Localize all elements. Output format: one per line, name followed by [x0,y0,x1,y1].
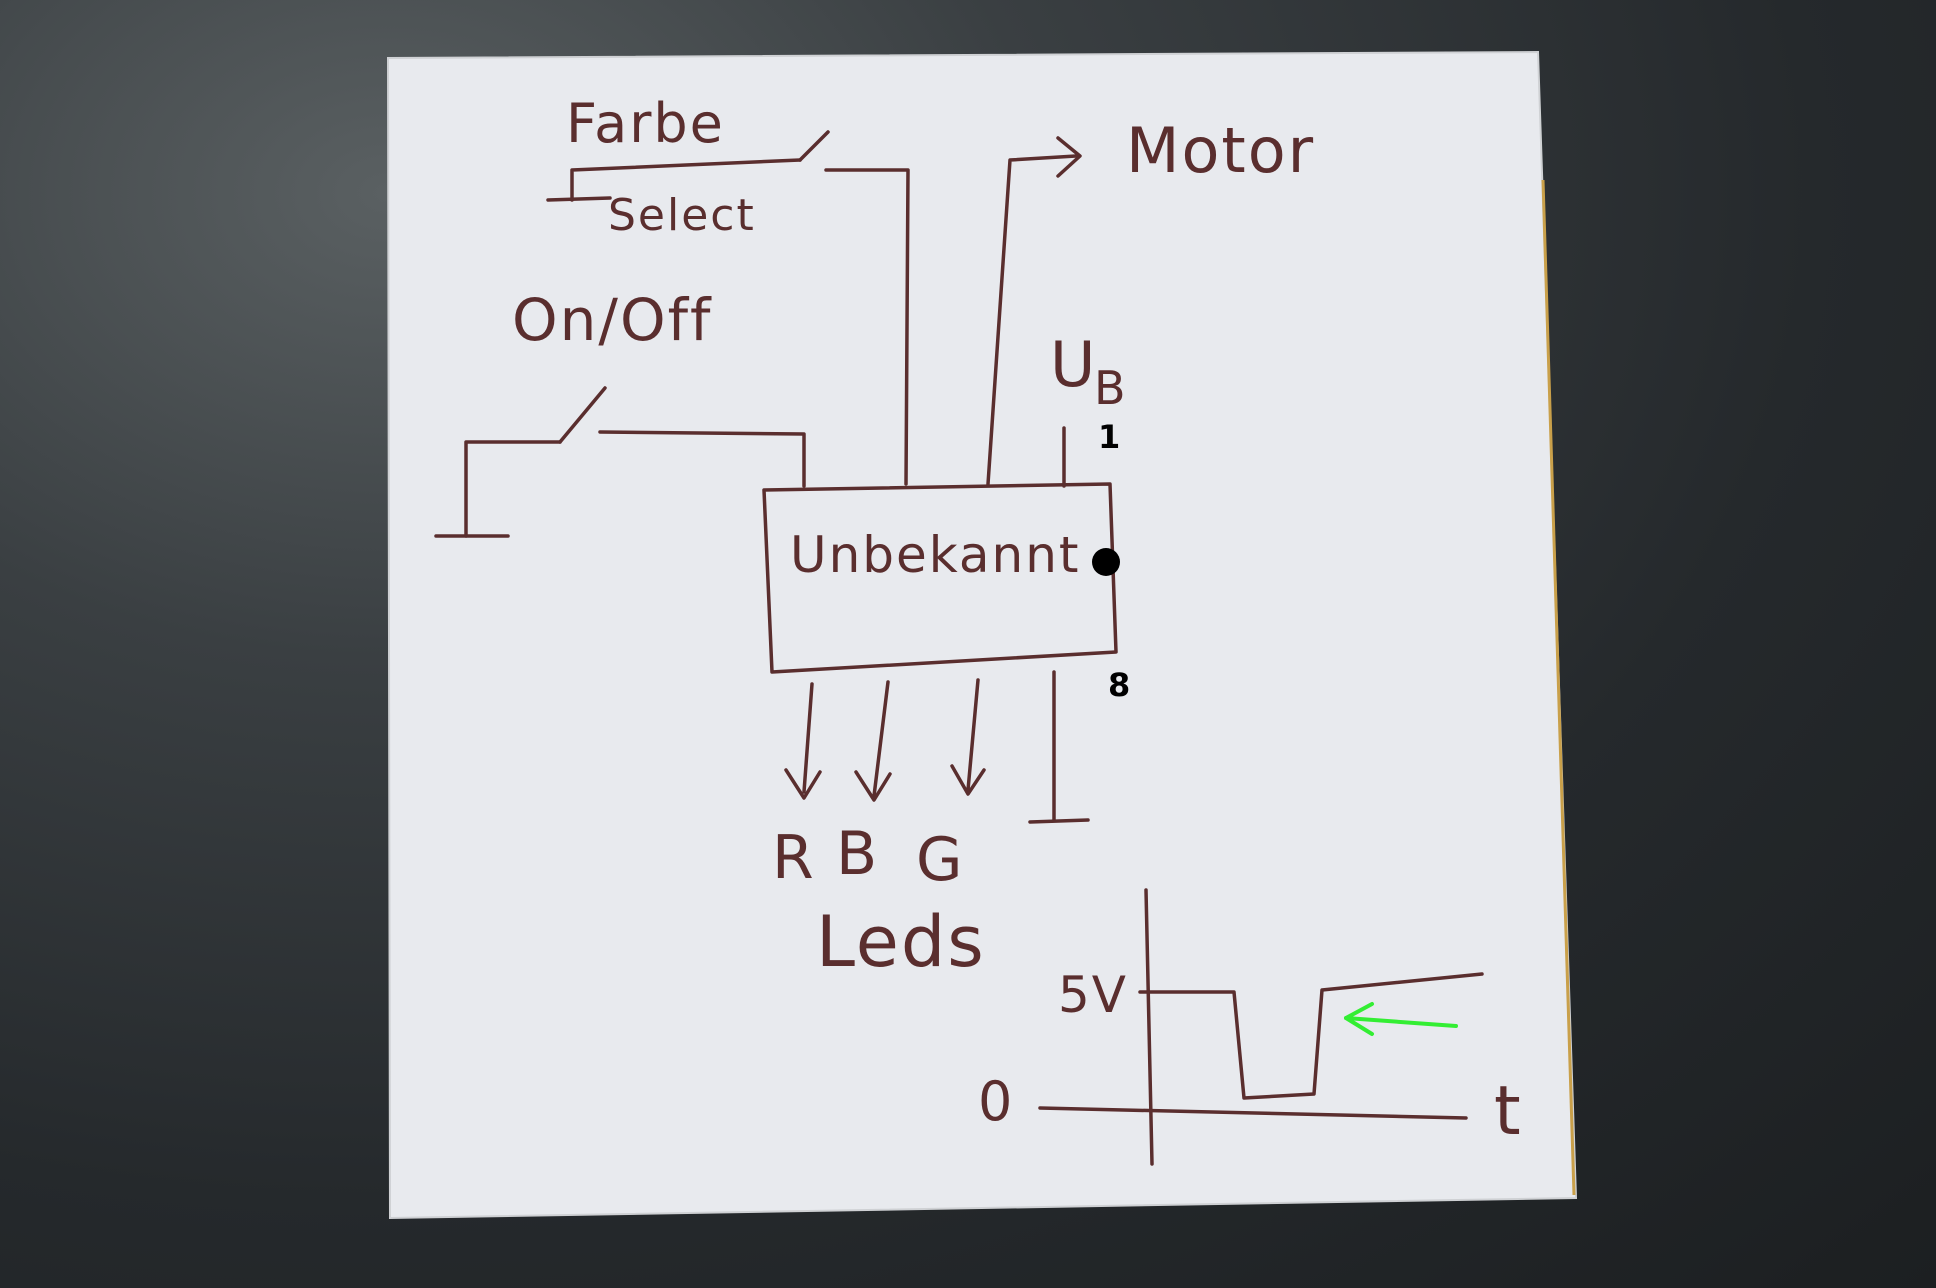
on-off-switch [558,386,806,488]
label-chip: Unbekannt [790,526,1081,584]
label-5v: 5V [1058,966,1128,1024]
label-farbe: Farbe [566,92,725,155]
led-arrow-r [784,682,822,800]
label-pin-8: 8 [1108,666,1130,704]
chip-pin-dot [1092,548,1120,576]
ground-symbol-left [434,440,562,538]
label-leds: Leds [816,901,986,983]
label-select: Select [608,190,756,241]
label-led-g: G [916,825,965,895]
label-t: t [1494,1072,1523,1151]
label-ub-subscript: B [1094,361,1128,415]
label-pin-1: 1 [1098,418,1120,456]
label-on-off: On/Off [512,286,712,354]
led-arrow-g [950,678,986,796]
green-arrow-icon [1344,1002,1458,1036]
label-ub: U [1050,328,1097,401]
chip-box [762,482,1118,674]
paper-sheet [386,50,1578,1220]
motor-line [986,136,1082,486]
led-arrow-b [854,680,892,802]
label-zero: 0 [978,1070,1014,1133]
paper-edge [1541,179,1576,1196]
farbe-select-switch [546,130,910,486]
waveform-axes [1038,888,1468,1166]
label-motor: Motor [1126,114,1315,187]
waveform-signal [1138,972,1484,1100]
ground-symbol-bottom [1028,670,1090,824]
label-led-b: B [836,819,879,889]
label-led-r: R [772,823,816,893]
